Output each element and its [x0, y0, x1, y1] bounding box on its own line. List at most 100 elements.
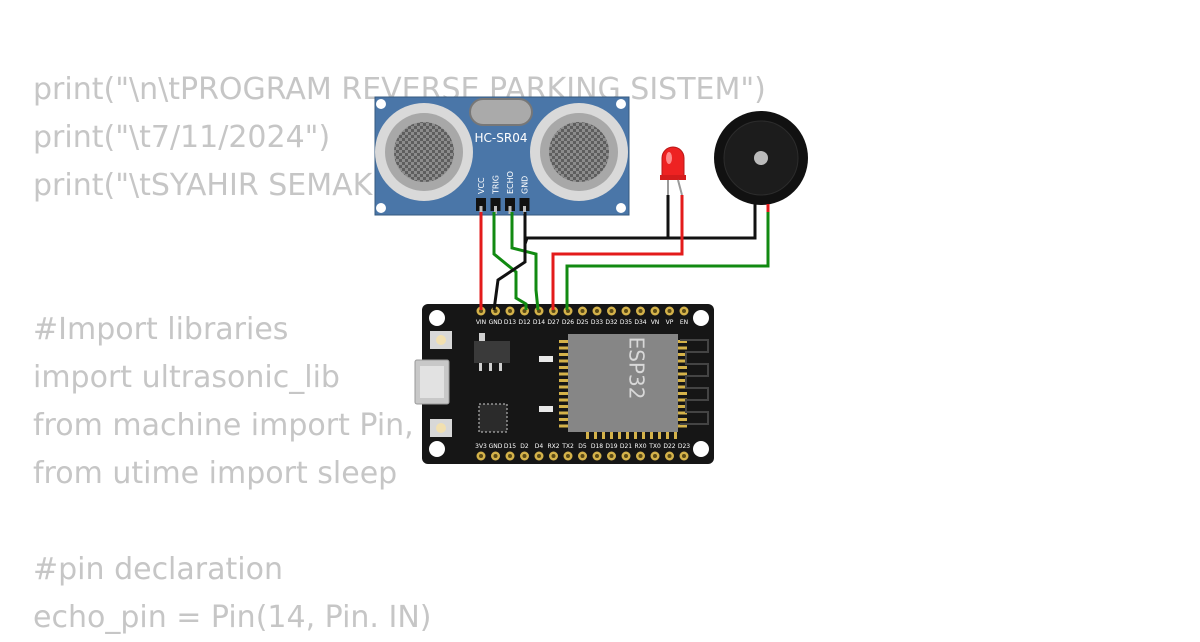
module-pad	[677, 340, 687, 343]
header-pin-label: D5	[578, 443, 587, 450]
header-pin-hole	[508, 309, 512, 313]
header-pin-label: EN	[680, 319, 688, 326]
module-pad	[677, 359, 687, 363]
header-pin-hole	[624, 309, 628, 313]
header-pin-label: D26	[562, 319, 574, 326]
module-pad	[677, 379, 687, 382]
sensor-model-label: HC-SR04	[475, 131, 528, 145]
module-pad	[626, 431, 629, 439]
module-pad	[559, 353, 569, 356]
sensor-pin-label: TRIG	[492, 175, 501, 195]
wire-trig-d12[interactable]	[492, 212, 528, 310]
code-line: print("\t7/11/2024")	[33, 120, 331, 155]
module-pad	[559, 418, 569, 421]
header-pin-hole	[653, 454, 657, 458]
wire-echo-d14[interactable]	[510, 212, 540, 311]
piezo-buzzer[interactable]	[714, 111, 808, 212]
sensor-pin-lead	[523, 206, 526, 214]
code-line: #pin declaration	[33, 552, 283, 587]
module-pad	[666, 431, 669, 439]
header-pin-hole	[667, 454, 672, 458]
header-pin-label: D21	[620, 443, 632, 450]
module-pad	[677, 411, 687, 415]
header-pin-label: VIN	[476, 319, 486, 326]
module-pad	[559, 405, 569, 408]
module-pad	[559, 385, 569, 389]
module-pad	[618, 431, 621, 439]
header-pin-hole	[508, 454, 512, 458]
header-pin-label: D18	[591, 443, 603, 450]
module-pad	[677, 424, 687, 428]
module-pad	[677, 346, 687, 350]
transducer-left	[375, 103, 473, 201]
header-pin-label: D19	[605, 443, 617, 450]
module-pad	[642, 431, 645, 439]
code-line: import ultrasonic_lib	[33, 360, 340, 395]
module-pad	[559, 366, 569, 369]
header-pin-label: GND	[489, 443, 503, 450]
module-pad	[677, 353, 687, 356]
sensor-pin-lead	[508, 206, 512, 214]
module-pad	[559, 379, 569, 382]
header-pin-hole	[493, 454, 498, 458]
module-pad	[559, 346, 569, 350]
module-pad	[677, 398, 687, 402]
module-pad	[677, 366, 687, 369]
wire-buzzer-d26[interactable]	[565, 212, 770, 310]
wire-gnd-gnd[interactable]	[492, 212, 527, 311]
module-pad	[650, 431, 653, 439]
module-pad	[594, 431, 597, 439]
module-pad	[559, 424, 569, 428]
header-pin-hole	[638, 309, 643, 313]
module-pad	[658, 431, 661, 439]
header-pin-hole	[522, 454, 527, 458]
wire-led-cathode[interactable]	[523, 195, 670, 245]
header-pin-hole	[566, 454, 570, 458]
sensor-pin-label: VCC	[477, 177, 486, 194]
sensor-pin[interactable]	[490, 198, 501, 211]
header-pin-hole	[667, 309, 672, 313]
header-pin-label: RX0	[634, 443, 646, 450]
code-line: echo_pin = Pin(14, Pin. IN)	[33, 600, 432, 635]
module-pad	[610, 431, 613, 439]
sensor-pin-label: ECHO	[506, 171, 515, 194]
sensor-pin[interactable]	[476, 198, 486, 211]
header-pin-label: 3V3	[475, 443, 487, 450]
wire-led-d27[interactable]	[551, 195, 684, 310]
header-pin-hole	[479, 454, 483, 458]
header-pin-hole	[580, 454, 585, 458]
sensor-pin[interactable]	[505, 198, 515, 211]
transducer-right	[530, 103, 628, 201]
sensor-pin-lead	[494, 206, 497, 214]
module-pad	[559, 340, 569, 343]
module-pad	[677, 405, 687, 408]
header-pin-label: D12	[518, 319, 530, 326]
header-pin-hole	[609, 309, 614, 313]
header-pin-hole	[682, 309, 686, 313]
red-led[interactable]	[660, 146, 686, 196]
header-pin-hole	[624, 454, 628, 458]
header-pin-label: D4	[535, 443, 544, 450]
header-pin-hole	[638, 454, 643, 458]
sensor-pin[interactable]	[519, 198, 530, 211]
code-line: #Import libraries	[33, 312, 289, 347]
header-pin-label: D35	[620, 319, 632, 326]
header-pin-hole	[609, 454, 614, 458]
header-pin-label: TX2	[561, 443, 574, 450]
module-pad	[602, 431, 605, 439]
wire-buzzer-gnd[interactable]	[668, 212, 757, 240]
esp32-chip-label: ESP32	[625, 337, 649, 400]
header-pin-label: RX2	[547, 443, 559, 450]
header-pin-label: D22	[663, 443, 675, 450]
module-pad	[559, 398, 569, 402]
header-pin-label: D33	[591, 319, 603, 326]
header-pin-label: D32	[605, 319, 617, 326]
module-pad	[674, 431, 677, 439]
module-pad	[559, 359, 569, 363]
header-pin-label: VP	[666, 319, 674, 326]
module-pad	[677, 392, 687, 395]
module-pad	[559, 411, 569, 415]
